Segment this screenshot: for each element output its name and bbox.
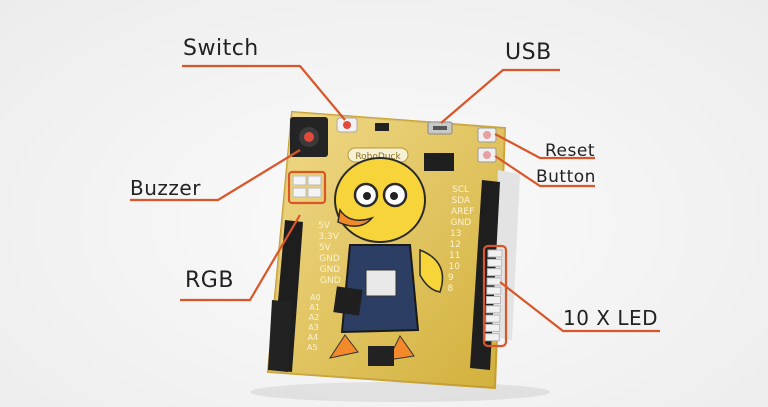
led-10: [484, 333, 500, 342]
pin-label-right: SCL: [452, 185, 469, 195]
pin-label-right: AREF: [451, 207, 474, 217]
left-pin-header: [268, 220, 303, 372]
duck-mascot: [328, 157, 444, 361]
callout-buzzer: Buzzer: [130, 176, 201, 200]
pin-label-analog: A1: [309, 303, 320, 312]
switch-component: [336, 117, 389, 133]
brand-text: RoboDuck: [355, 152, 401, 162]
usb-port: [427, 121, 453, 135]
ic-chip-top: [424, 153, 454, 171]
pin-label-left: 5V: [319, 243, 332, 253]
led-4: [486, 277, 502, 286]
callout-reset: Reset: [545, 141, 595, 161]
led-column: [484, 249, 503, 342]
pin-label-analog: A3: [308, 323, 319, 332]
pin-label-right: SDA: [452, 196, 471, 206]
pin-label-right: 9: [448, 273, 454, 283]
buzzer-component: [290, 117, 328, 157]
callout-switch: Switch: [183, 36, 259, 61]
rgb-leds: [292, 175, 322, 198]
pin-label-right: 11: [449, 251, 460, 261]
pin-label-right: 12: [450, 240, 461, 250]
pin-label-analog: A2: [309, 313, 320, 322]
pin-label-analog: A4: [308, 333, 319, 342]
callout-button: Button: [536, 167, 596, 187]
pin-label-analog: A5: [307, 343, 318, 352]
pin-label-analog: A0: [310, 293, 321, 302]
main-mcu-chip: [333, 286, 363, 316]
callout-led: 10 X LED: [563, 306, 659, 330]
pin-label-left: 3.3V: [318, 232, 339, 242]
pin-label-right: 10: [449, 262, 461, 272]
led-7: [485, 305, 501, 314]
led-2: [487, 258, 503, 267]
pin-label-left: GND: [320, 265, 341, 275]
pin-label-right: 13: [450, 229, 461, 239]
pin-label-right: 8: [448, 284, 454, 294]
icsp-header: [368, 346, 394, 366]
led-9: [485, 323, 501, 332]
reset-button-component: [477, 127, 497, 163]
pin-label-right: GND: [451, 218, 472, 228]
led-3: [486, 268, 502, 277]
led-1: [487, 249, 503, 258]
callout-lines: [130, 64, 660, 348]
led-6: [486, 296, 501, 304]
pin-label-left: GND: [319, 254, 340, 264]
led-5: [486, 286, 502, 295]
pin-label-left: 5V: [318, 221, 331, 231]
led-8: [485, 314, 501, 323]
callout-usb: USB: [505, 40, 552, 65]
pin-label-left: GND: [320, 276, 341, 286]
callout-rgb: RGB: [185, 268, 234, 293]
